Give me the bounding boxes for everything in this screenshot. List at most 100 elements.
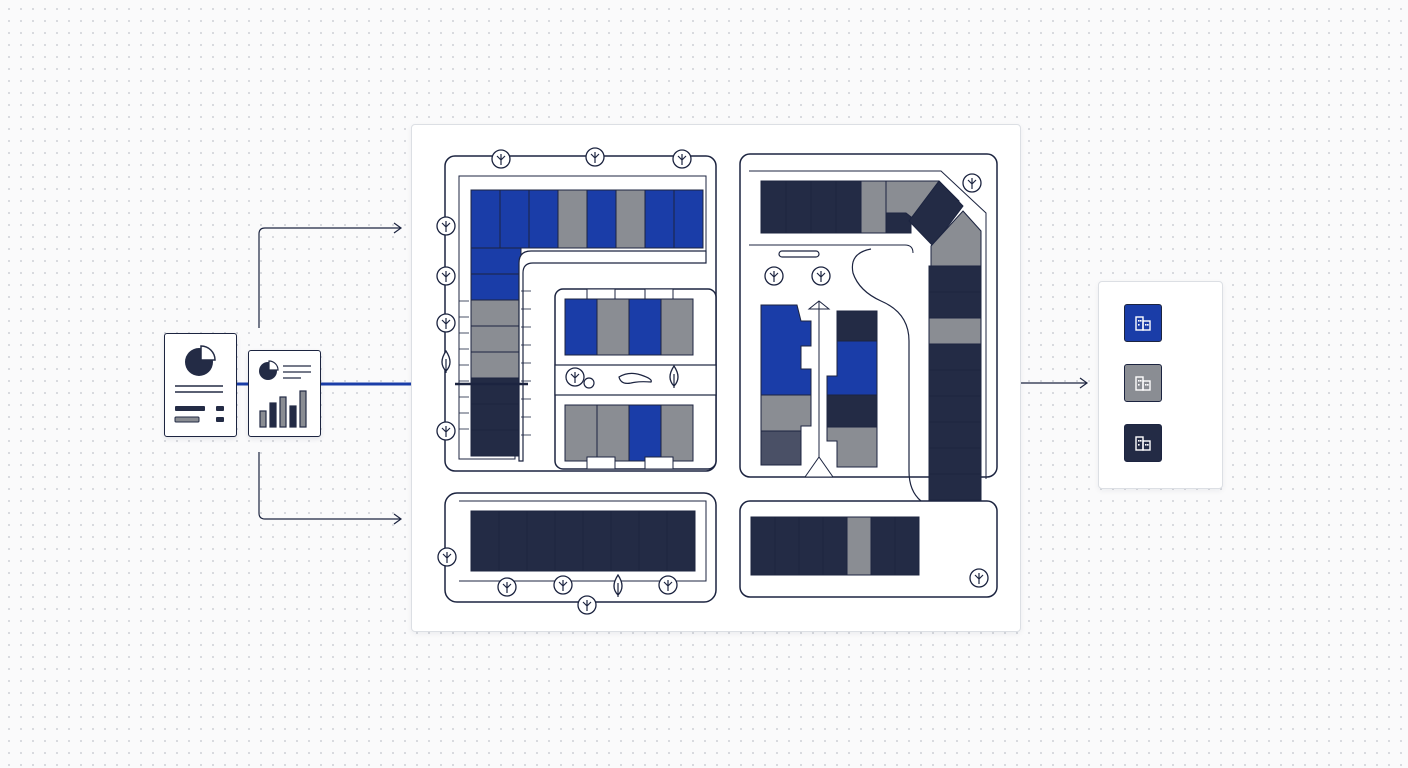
site-plan-map[interactable] [412, 125, 1020, 631]
text-lines-icon [174, 385, 224, 423]
tree-icon [669, 364, 679, 388]
tree-icon [658, 575, 678, 595]
unit-reserved[interactable] [596, 298, 630, 356]
unit-sold [826, 394, 878, 428]
unit-sold[interactable] [894, 516, 920, 576]
tree-icon [811, 266, 831, 286]
tree-icon [553, 575, 573, 595]
unit-sold[interactable] [822, 516, 848, 576]
unit-available[interactable] [628, 298, 662, 356]
tree-icon [436, 266, 456, 286]
legend-item-available[interactable] [1124, 304, 1162, 342]
tree-icon [585, 147, 605, 167]
road-curve [851, 248, 922, 502]
building-icon [1135, 376, 1151, 391]
tree-icon [491, 149, 511, 169]
unit-available[interactable] [470, 189, 501, 249]
building-icon [1135, 436, 1151, 451]
pond-icon [618, 372, 652, 384]
unit-sold[interactable] [526, 510, 556, 572]
unit-sold[interactable] [554, 510, 584, 572]
tree-icon [613, 573, 623, 597]
analytics-document[interactable] [248, 350, 321, 437]
unit-reserved[interactable] [860, 180, 887, 234]
legend-panel [1098, 281, 1223, 489]
unit-sold[interactable] [470, 377, 522, 405]
tree-icon [436, 421, 456, 441]
unit-sold [836, 310, 878, 342]
analytics-document-graphic [259, 360, 311, 428]
unit-available[interactable] [564, 298, 598, 356]
unit-reserved[interactable] [660, 298, 694, 356]
unit-sold[interactable] [610, 510, 640, 572]
unit-reserved[interactable] [470, 351, 522, 379]
bench-icon [778, 250, 820, 258]
unit-sold[interactable] [785, 180, 812, 234]
unit-available[interactable] [470, 247, 522, 275]
report-document[interactable] [164, 333, 237, 437]
tree-icon [497, 577, 517, 597]
building-icon [1135, 316, 1151, 331]
unit-reserved[interactable] [846, 516, 872, 576]
arrow-to-map-top [258, 227, 400, 328]
tree-icon [565, 367, 585, 387]
site-plan-panel [411, 124, 1021, 632]
unit-available[interactable] [528, 189, 559, 249]
unit-available[interactable] [644, 189, 675, 249]
unit-sold[interactable] [835, 180, 862, 234]
pie-chart-icon [259, 360, 279, 380]
route-end-icon [437, 547, 457, 567]
unit-sold[interactable] [750, 516, 776, 576]
unit-sold[interactable] [928, 369, 982, 397]
tree-icon [969, 568, 989, 588]
unit-reserved[interactable] [615, 189, 646, 249]
unit-sold[interactable] [928, 473, 982, 501]
unit-sold[interactable] [928, 343, 982, 371]
unit-sold[interactable] [470, 429, 522, 457]
unit-reserved[interactable] [564, 404, 598, 462]
unit-available[interactable] [673, 189, 704, 249]
unit-reserved[interactable] [928, 317, 982, 345]
unit-sold[interactable] [928, 421, 982, 449]
unit-sold[interactable] [666, 510, 696, 572]
unit-reserved[interactable] [470, 325, 522, 353]
unit-sold[interactable] [760, 180, 787, 234]
unit-reserved[interactable] [557, 189, 588, 249]
unit-available[interactable] [470, 273, 522, 301]
unit-sold[interactable] [638, 510, 668, 572]
tree-icon [672, 149, 692, 169]
legend-item-sold[interactable] [1124, 424, 1162, 462]
unit-available[interactable] [586, 189, 617, 249]
unit-sold [760, 430, 802, 466]
report-document-graphic [174, 345, 224, 423]
unit-reserved[interactable] [660, 404, 694, 462]
unit-sold[interactable] [774, 516, 800, 576]
unit-sold[interactable] [798, 516, 824, 576]
unit-sold[interactable] [470, 403, 522, 431]
pie-chart-icon [185, 345, 216, 376]
legend-item-reserved[interactable] [1124, 364, 1162, 402]
tree-icon [441, 349, 451, 373]
unit-sold[interactable] [870, 516, 896, 576]
unit-sold[interactable] [810, 180, 837, 234]
unit-sold[interactable] [928, 395, 982, 423]
unit-sold[interactable] [928, 447, 982, 475]
tree-icon [764, 266, 784, 286]
unit-sold[interactable] [498, 510, 528, 572]
unit-sold[interactable] [470, 510, 500, 572]
unit-reserved [826, 426, 878, 468]
bush-icon [583, 377, 595, 389]
unit-available[interactable] [628, 404, 662, 462]
unit-sold[interactable] [928, 291, 982, 319]
arrow-to-map-bottom [258, 452, 400, 520]
unit-available[interactable] [499, 189, 530, 249]
tree-icon [436, 313, 456, 333]
unit-sold[interactable] [928, 265, 982, 293]
tree-icon [436, 216, 456, 236]
unit-reserved[interactable] [596, 404, 630, 462]
unit-sold[interactable] [582, 510, 612, 572]
inner-road [518, 250, 707, 462]
tree-icon [577, 595, 597, 615]
unit-reserved[interactable] [470, 299, 522, 327]
